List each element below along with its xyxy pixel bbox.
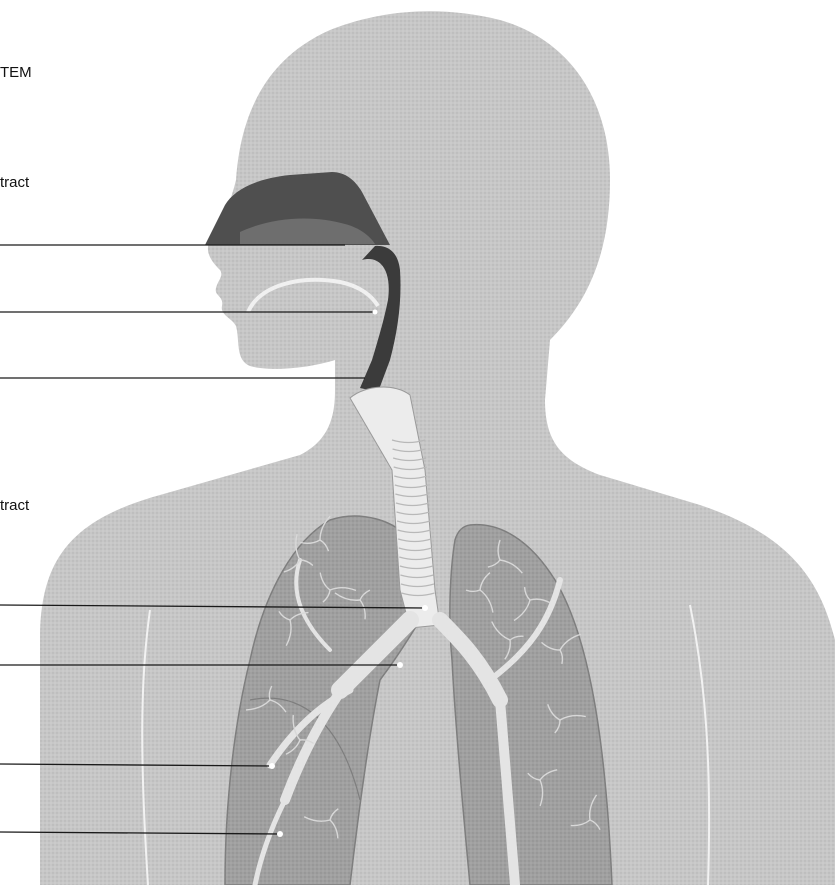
upper-tract-label: tract xyxy=(0,174,29,191)
title-fragment: TEM xyxy=(0,64,32,81)
body-silhouette xyxy=(40,11,835,885)
lower-tract-label: tract xyxy=(0,497,29,514)
